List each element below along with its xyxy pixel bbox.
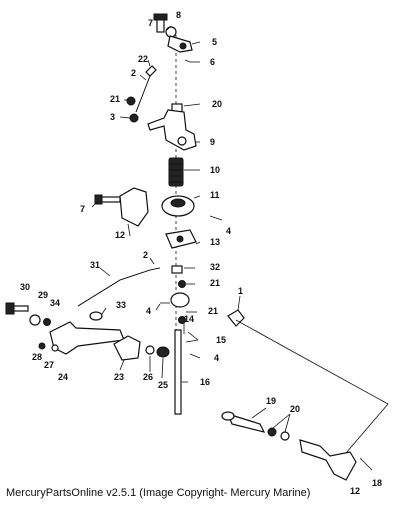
bolt-part-30 xyxy=(5,302,29,315)
callout-19: 19 xyxy=(266,396,276,406)
callout-7: 7 xyxy=(148,18,153,28)
callout-8: 8 xyxy=(176,10,181,20)
callout-29: 29 xyxy=(38,290,48,300)
shaft-part-16 xyxy=(174,329,182,415)
cam-part-23 xyxy=(113,335,141,361)
screw-part-4-lower xyxy=(189,353,201,359)
connector-part-32 xyxy=(171,265,183,274)
bolt-part-7-left xyxy=(94,194,121,205)
callout-6: 6 xyxy=(210,57,215,67)
callout-13: 13 xyxy=(210,237,220,247)
nut-part-21-mid xyxy=(178,280,186,288)
callout-2: 2 xyxy=(131,68,136,78)
callout-9: 9 xyxy=(210,137,215,147)
copyright-caption: MercuryPartsOnline v2.5.1 (Image Copyrig… xyxy=(6,487,311,499)
callout-3: 3 xyxy=(110,112,115,122)
callout-28: 28 xyxy=(32,352,42,362)
callout-2-mid: 2 xyxy=(143,250,148,260)
callout-7-left: 7 xyxy=(80,204,85,214)
callout-26: 26 xyxy=(143,372,153,382)
clip-part-15 xyxy=(187,331,199,341)
callout-21-lower: 21 xyxy=(208,306,218,316)
housing-part-11 xyxy=(161,195,195,217)
washer-part-8 xyxy=(165,26,177,38)
spring-part-10 xyxy=(168,157,184,187)
callout-33: 33 xyxy=(116,300,126,310)
callout-31: 31 xyxy=(90,260,100,270)
callout-20-lower: 20 xyxy=(290,404,300,414)
callout-4: 4 xyxy=(226,226,231,236)
callout-10: 10 xyxy=(210,165,220,175)
callout-22: 22 xyxy=(138,54,148,64)
callout-12: 12 xyxy=(115,230,125,240)
callout-1: 1 xyxy=(238,286,243,296)
lever-part-12-lower xyxy=(299,439,357,481)
pin-part-18 xyxy=(359,457,373,471)
nut-part-21 xyxy=(126,96,136,106)
arm-part-5 xyxy=(167,35,193,53)
callout-21: 21 xyxy=(110,94,120,104)
callout-12-lower: 12 xyxy=(350,486,360,496)
lever-part-9 xyxy=(147,109,197,151)
callout-23: 23 xyxy=(114,372,124,382)
bolt-part-25 xyxy=(156,346,170,358)
barrel-part-14 xyxy=(160,292,190,308)
callout-20: 20 xyxy=(212,99,222,109)
rod-part-31 xyxy=(77,267,161,307)
bushing-part-33 xyxy=(89,311,103,321)
nut-part-28 xyxy=(38,342,46,350)
washers-part-20 xyxy=(267,427,290,441)
bolt-part-3 xyxy=(129,113,139,123)
callout-14: 14 xyxy=(184,314,194,324)
callout-34: 34 xyxy=(50,298,60,308)
connector-part-1 xyxy=(227,309,245,327)
callout-27: 27 xyxy=(44,360,54,370)
callout-5: 5 xyxy=(212,37,217,47)
leader-lines xyxy=(91,25,291,433)
bolt-part-7-top xyxy=(153,13,168,33)
bracket-part-24 xyxy=(49,321,125,355)
callout-15: 15 xyxy=(216,335,226,345)
pin-part-6 xyxy=(184,59,191,63)
link-rod-part-2 xyxy=(135,65,157,113)
callout-4-lower: 4 xyxy=(214,353,219,363)
callout-11: 11 xyxy=(210,190,220,200)
callout-24: 24 xyxy=(58,372,68,382)
nut-part-21-lower xyxy=(178,316,186,324)
washer-part-29 xyxy=(29,314,41,326)
cable-end-part-19 xyxy=(221,411,266,433)
control-cable xyxy=(235,319,389,461)
callout-labels: 7 8 5 6 22 2 21 3 20 9 10 11 7 12 4 13 2… xyxy=(20,10,382,496)
callout-30: 30 xyxy=(20,282,30,292)
callout-4-mid: 4 xyxy=(146,306,151,316)
callout-32: 32 xyxy=(210,262,220,272)
bracket-part-12 xyxy=(119,187,149,227)
callout-25: 25 xyxy=(158,380,168,390)
screw-part-4 xyxy=(209,215,223,221)
callout-18: 18 xyxy=(372,478,382,488)
washer-part-26 xyxy=(145,345,155,355)
nut-part-34 xyxy=(43,318,51,326)
washer-part-27 xyxy=(51,344,59,352)
callout-21-mid: 21 xyxy=(210,278,220,288)
block-part-13 xyxy=(165,229,197,249)
callout-16: 16 xyxy=(200,377,210,387)
